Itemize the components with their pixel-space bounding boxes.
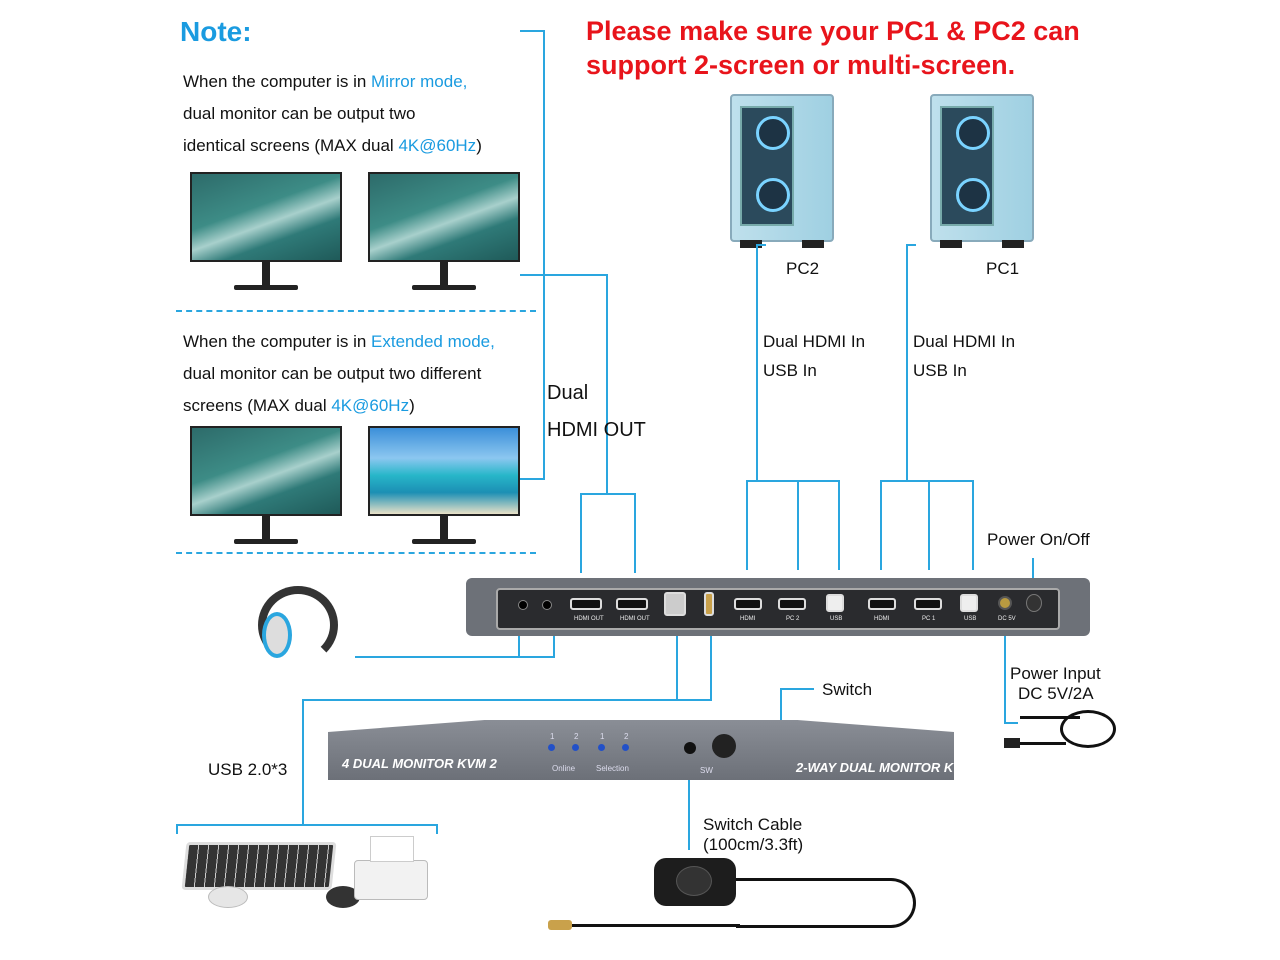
mic-jack (542, 600, 552, 610)
port-label: DC 5V (998, 616, 1016, 622)
hdmi-out-port-2 (616, 598, 648, 610)
port-label: HDMI OUT (574, 616, 604, 622)
pc1-input-label-2: USB In (913, 361, 967, 380)
pc2-input-label-1: Dual HDMI In (763, 332, 866, 351)
usb-a-ports (664, 592, 686, 616)
divider (176, 552, 536, 554)
pc2-usb-b-port (826, 594, 844, 612)
port-label: USB (830, 616, 843, 622)
text: ) (476, 136, 482, 155)
mirror-text-line3: identical screens (MAX dual 4K@60Hz) (183, 136, 482, 156)
pc2-hdmi-port-1 (734, 598, 762, 610)
warning-line1: Please make sure your PC1 & PC2 can (586, 16, 1080, 46)
usb-a-port (704, 592, 714, 616)
switch-button[interactable] (712, 734, 736, 758)
note-title: Note: (180, 16, 252, 47)
monitor-extended-1 (190, 426, 342, 548)
power-cable-image (1060, 710, 1116, 748)
online-label: Online (552, 764, 576, 773)
mirror-line (543, 30, 545, 480)
led-number: 2 (574, 732, 579, 741)
mouse-black (326, 886, 360, 908)
brand-right: 2-WAY DUAL MONITOR KVM (796, 760, 973, 775)
port-label: HDMI (874, 616, 890, 622)
printer-paper (370, 836, 414, 862)
online-led-1 (548, 744, 555, 751)
monitor-mirror-2 (368, 172, 520, 294)
pc2-input-label-2: USB In (763, 361, 817, 380)
mirror-text-line1: When the computer is in Mirror mode, (183, 72, 467, 92)
kvm-front-panel: 4 DUAL MONITOR KVM 2 2-WAY DUAL MONITOR … (328, 720, 954, 780)
port-label: HDMI OUT (620, 616, 650, 622)
audio-plug (548, 920, 572, 930)
extended-text-line2: dual monitor can be output two different (183, 364, 482, 383)
spec: 4K@60Hz (398, 136, 477, 155)
hdmi-out-label-2: HDMI OUT (547, 419, 646, 441)
pc1-hdmi-port-1 (868, 598, 896, 610)
hdmi-out-port-1 (570, 598, 602, 610)
pc2-tower (730, 94, 834, 248)
extended-mode: Extended mode, (371, 332, 495, 351)
hdmi-out-label-1: Dual (547, 382, 589, 404)
warning-line2: support 2-screen or multi-screen. (586, 50, 1016, 80)
keyboard-image (181, 842, 337, 890)
switch-cable-label-2: (100cm/3.3ft) (703, 835, 804, 854)
pc2-label: PC2 (786, 259, 820, 278)
port-label: USB (964, 616, 977, 622)
switch-label: Switch (822, 680, 873, 699)
power-input-label-2: DC 5V/2A (1018, 684, 1094, 703)
pc1-tower (930, 94, 1034, 248)
printer-image (354, 860, 428, 900)
text: ) (409, 396, 415, 415)
selection-label: Selection (596, 764, 629, 773)
brand-left: 4 DUAL MONITOR KVM 2 (342, 756, 497, 771)
port-label: HDMI (740, 616, 756, 622)
selection-led-2 (622, 744, 629, 751)
switch-cable-wire (736, 878, 916, 928)
switch-cable-jack (684, 742, 696, 754)
text: When the computer is in (183, 332, 372, 351)
text: screens (MAX dual (183, 396, 332, 415)
switch-cable-label-1: Switch Cable (703, 815, 803, 834)
pc2-hdmi-port-2 (778, 598, 806, 610)
divider (176, 310, 536, 312)
pc1-hdmi-port-2 (914, 598, 942, 610)
dc-power-jack (998, 596, 1012, 610)
extended-text-line3: screens (MAX dual 4K@60Hz) (183, 396, 415, 416)
monitor-mirror-1 (190, 172, 342, 294)
kvm-back-panel: HDMI OUT HDMI OUT HDMI PC 2 USB HDMI PC … (466, 578, 1090, 636)
usb-label: USB 2.0*3 (208, 760, 288, 779)
extended-text-line1: When the computer is in Extended mode, (183, 332, 495, 352)
pc1-usb-b-port (960, 594, 978, 612)
power-button[interactable] (1026, 594, 1042, 612)
port-label: PC 2 (786, 616, 800, 622)
pc1-label: PC1 (986, 259, 1020, 278)
mouse-white (208, 886, 248, 908)
online-led-2 (572, 744, 579, 751)
spec: 4K@60Hz (331, 396, 410, 415)
led-number: 1 (600, 732, 605, 741)
text: identical screens (MAX dual (183, 136, 399, 155)
headset-image (258, 586, 338, 664)
mirror-mode: Mirror mode, (371, 72, 468, 91)
headphone-jack (518, 600, 528, 610)
monitor-extended-2 (368, 426, 520, 548)
pc1-input-label-1: Dual HDMI In (913, 332, 1016, 351)
port-label: PC 1 (922, 616, 936, 622)
text: When the computer is in (183, 72, 372, 91)
headset-earcup (262, 612, 292, 658)
selection-led-1 (598, 744, 605, 751)
power-onoff-label: Power On/Off (987, 530, 1090, 549)
sw-label: SW (700, 766, 713, 775)
mirror-text-line2: dual monitor can be output two (183, 104, 416, 123)
led-number: 2 (624, 732, 629, 741)
led-number: 1 (550, 732, 555, 741)
power-input-label-1: Power Input (1010, 664, 1101, 683)
